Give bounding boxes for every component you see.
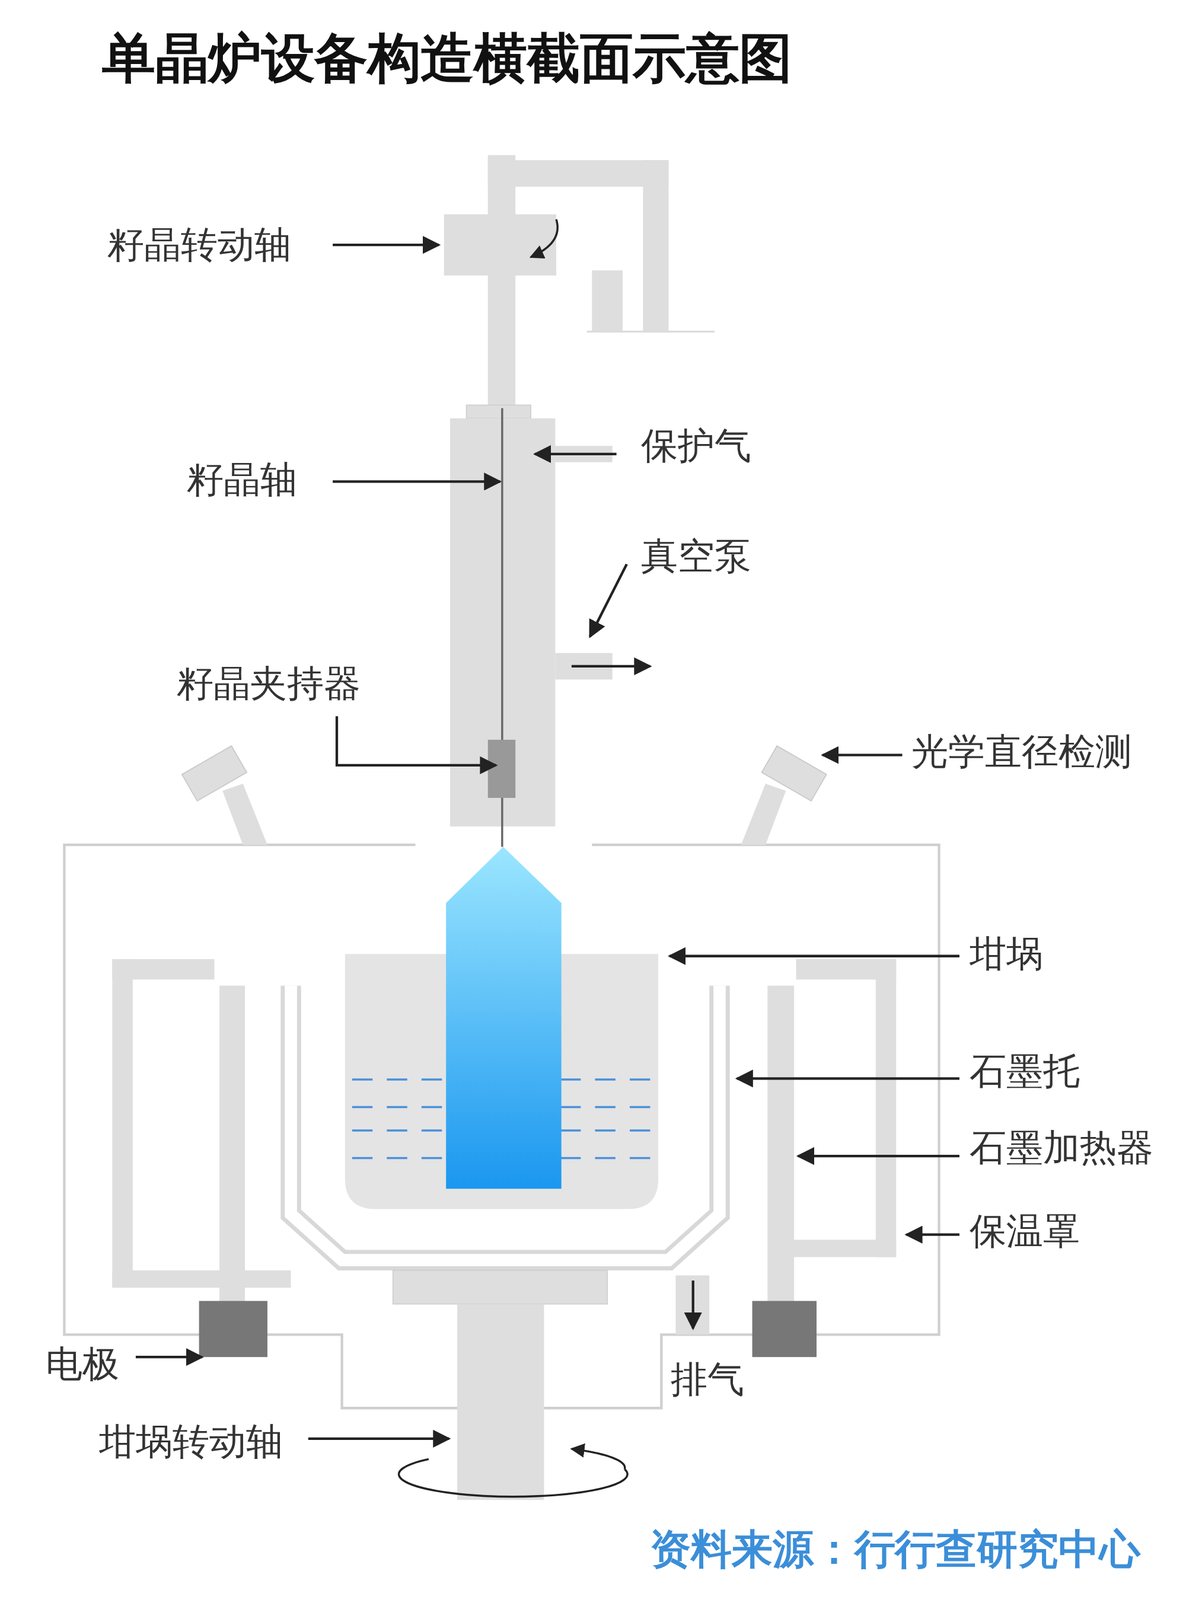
seed-chamber <box>450 407 613 847</box>
electrodes <box>199 1301 817 1358</box>
part-label: 排气 <box>670 1357 745 1402</box>
part-label: 真空泵 <box>641 534 752 579</box>
silicon-crystal <box>445 847 561 1190</box>
part-label: 电极 <box>45 1342 120 1387</box>
source-caption: 资料来源：行行查研究中心 <box>649 1524 1140 1574</box>
part-label: 石墨托 <box>969 1049 1080 1094</box>
optical-sensors <box>182 745 827 846</box>
rotation-arrow <box>530 219 558 258</box>
rotation-ellipse <box>399 1459 628 1497</box>
part-label: 籽晶转动轴 <box>107 222 292 267</box>
crucible-support <box>393 1270 608 1501</box>
part-label: 保护气 <box>641 423 752 468</box>
part-label: 籽晶夹持器 <box>176 661 361 706</box>
diagram-title: 单晶炉设备构造横截面示意图 <box>101 26 793 90</box>
part-label: 光学直径检测 <box>911 729 1133 774</box>
part-label: 保温罩 <box>969 1209 1080 1254</box>
part-label: 坩埚转动轴 <box>99 1420 283 1465</box>
part-label: 坩埚 <box>969 932 1044 977</box>
base-line <box>587 330 715 333</box>
part-label: 籽晶轴 <box>186 457 298 502</box>
leader-lines <box>135 244 960 1440</box>
insulation-and-heaters <box>112 959 897 1335</box>
seed-rotation-assembly <box>444 155 669 419</box>
part-label: 石墨加热器 <box>969 1126 1154 1170</box>
